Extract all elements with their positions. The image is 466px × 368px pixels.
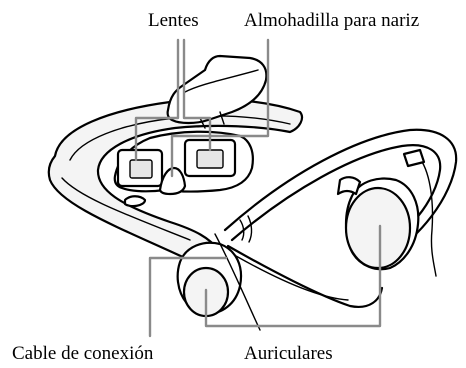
nose-pad <box>158 166 187 196</box>
headband-bottom-edge <box>61 177 191 241</box>
right-earphone-stem <box>336 176 362 196</box>
neckband-lower-inner <box>235 255 349 301</box>
leader-headphones <box>204 224 382 328</box>
leader-lenses-a <box>134 38 180 162</box>
right-earphone-cushion <box>344 186 412 270</box>
headset-illustration <box>47 54 458 331</box>
right-cable <box>417 155 437 277</box>
neckband-outer <box>223 128 458 262</box>
label-nose-pad: Almohadilla para nariz <box>244 10 419 31</box>
label-headphones: Auriculares <box>244 343 333 364</box>
leader-nose-pad <box>170 38 270 178</box>
leader-lines <box>134 38 382 338</box>
forehead-support-base <box>199 111 225 129</box>
leader-cable <box>148 256 228 338</box>
connection-cable <box>214 233 261 331</box>
leader-lenses-b <box>182 38 212 152</box>
right-lens <box>196 149 224 169</box>
label-cable: Cable de conexión <box>12 343 154 364</box>
forehead-support-edge <box>184 69 259 93</box>
forehead-support <box>166 54 268 125</box>
adjust-knob <box>123 195 147 208</box>
right-cable-clip <box>402 148 426 168</box>
hinge-lines <box>239 215 253 243</box>
neckband-lower <box>226 244 384 308</box>
label-lenses: Lentes <box>148 10 199 31</box>
left-lens <box>129 159 153 179</box>
